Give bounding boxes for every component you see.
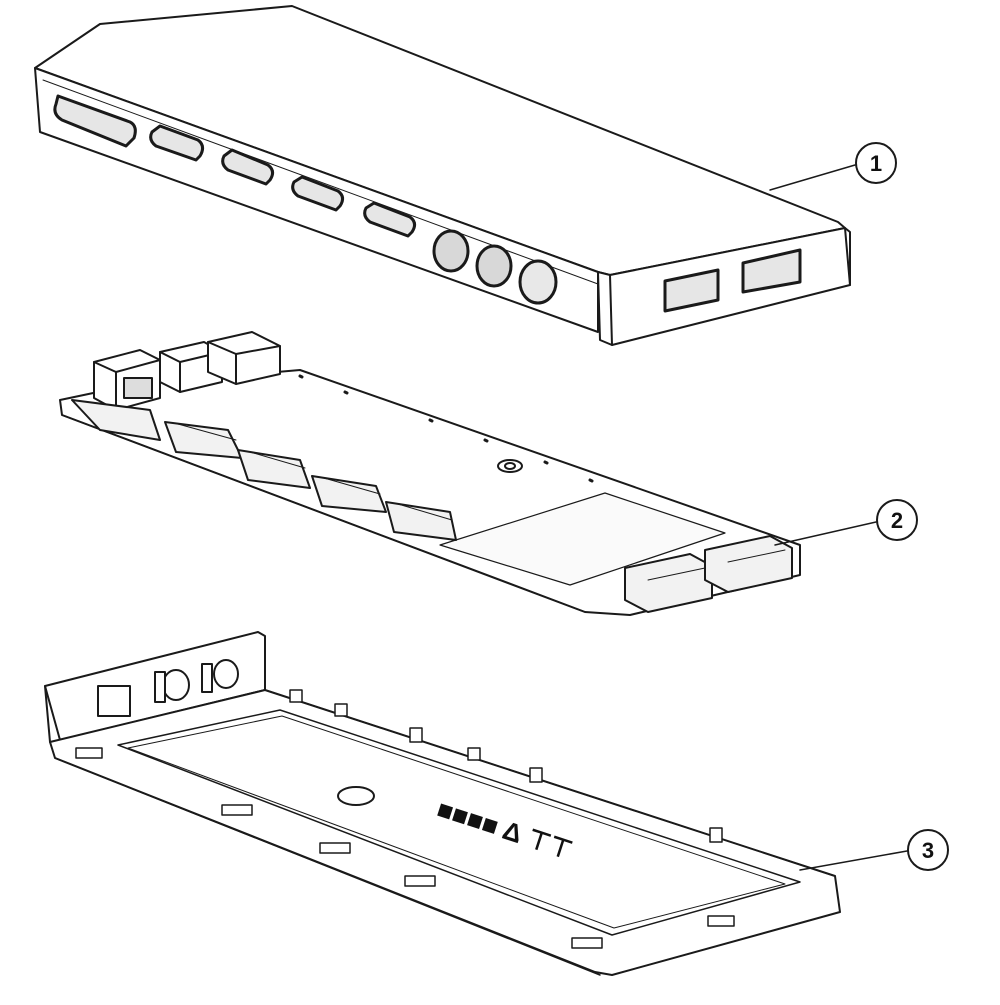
circuit-board [59,331,801,616]
callout-1: 1 [769,142,897,191]
top-cover-housing [34,5,851,346]
callout-1-label: 1 [870,151,882,176]
stacked-connectors [93,331,281,411]
callout-2-label: 2 [891,508,903,533]
callout-3-label: 3 [922,838,934,863]
front-clips [75,747,735,949]
callout-3: 3 [799,829,949,871]
front-ports [53,94,558,305]
base-tray [44,631,841,976]
end-usb-ports [663,248,802,313]
board-front-ports [71,399,457,541]
rail-tabs [289,689,723,843]
callout-2: 2 [774,499,918,546]
board-end-ports [624,535,793,613]
